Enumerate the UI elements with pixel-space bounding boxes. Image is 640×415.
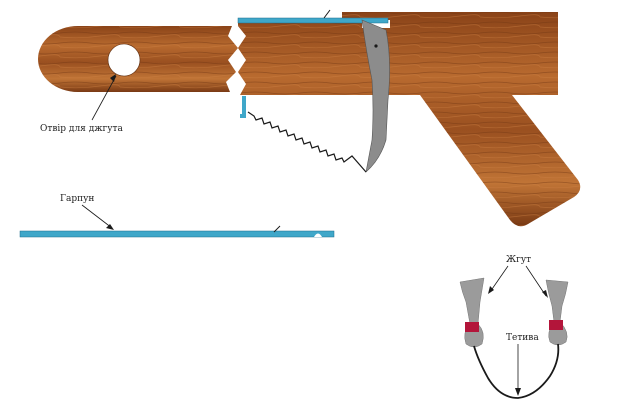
trigger-slot <box>362 20 390 28</box>
band-arrowhead-right <box>542 290 548 298</box>
harpoon-arrowhead <box>106 224 114 230</box>
band-hole <box>107 43 141 77</box>
hole-arrowhead <box>110 74 116 82</box>
string-label: Тетива <box>506 333 539 343</box>
band-label: Жгут <box>506 255 531 265</box>
top-rail <box>237 9 389 24</box>
trigger-blade <box>361 19 390 173</box>
band-arrowhead-left <box>488 286 494 294</box>
trigger-pivot <box>374 44 378 48</box>
band-arrow-right <box>525 265 547 297</box>
hole-label: Отвір для джгута <box>40 124 124 134</box>
harpoon-arrow <box>81 204 113 229</box>
hole-arrow <box>91 75 117 121</box>
band-left <box>459 277 485 348</box>
harpoon <box>19 225 335 238</box>
trigger-spring <box>247 111 367 173</box>
string-arrowhead <box>515 388 521 396</box>
band-right <box>545 279 569 346</box>
harpoon-label: Гарпун <box>60 194 94 204</box>
spring-bracket <box>240 96 246 118</box>
band-arrow-left <box>489 265 509 293</box>
bowstring <box>473 343 560 399</box>
gun-stock <box>238 12 581 227</box>
